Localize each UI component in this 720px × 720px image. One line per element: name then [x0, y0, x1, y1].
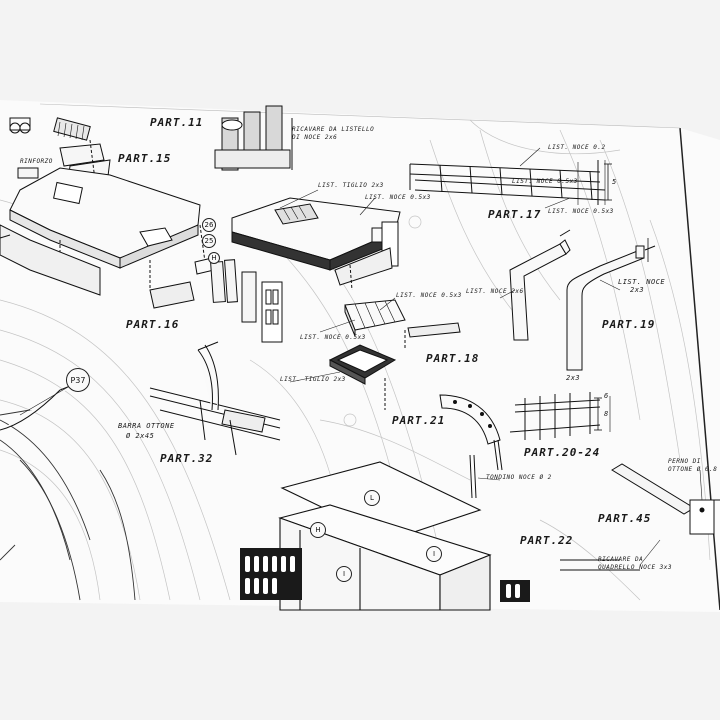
callout-26: 26 — [202, 218, 216, 232]
note-list-noce-right: LIST. NOCE — [618, 278, 666, 286]
part-21-label: PART.21 — [392, 414, 446, 427]
callout-h-box: H — [310, 522, 326, 538]
part-32-label: PART.32 — [160, 452, 214, 465]
part-19-label: PART.19 — [602, 318, 656, 331]
note-barra-dim: Ø 2x45 — [126, 432, 155, 440]
deck-house-drawing — [231, 197, 401, 291]
door-panels — [210, 259, 283, 343]
part-11-label: PART.11 — [150, 116, 204, 129]
part-18-drawing — [344, 299, 461, 350]
note-list-noce-b: LIST. NOCE 0.5x3 — [512, 178, 578, 185]
part-17-label: PART.17 — [488, 208, 542, 221]
note-list-noce-c: LIST. NOCE 0.5x3 — [548, 208, 614, 215]
callout-i-side: I — [426, 546, 442, 562]
part-32-drawing — [0, 341, 281, 456]
note-list-noce-2x6: LIST. NOCE 2x6 — [466, 288, 524, 295]
callout-25: 25 — [202, 234, 216, 248]
bottom-gratings — [240, 548, 530, 602]
note-rinforzo: RINFORZO — [20, 158, 53, 165]
part-18-label: PART.18 — [426, 352, 480, 365]
note-list-noce-d: LIST. NOCE 0.5x3 — [396, 292, 462, 299]
part-17-drawing — [409, 160, 606, 205]
curved-bracket — [439, 394, 503, 499]
note-list-noce-2x3: 2x3 — [630, 286, 645, 294]
callout-p37: P37 — [66, 368, 90, 392]
dim-6: 6 — [604, 392, 609, 400]
note-list-noce-a: LIST. NOCE 0.5x3 — [365, 194, 431, 201]
note-list-noce-e: LIST. NOCE 0.5x3 — [300, 334, 366, 341]
note-ricavare-quadrello: RICAVARE DA QUADRELLO NOCE 3x3 — [598, 556, 673, 571]
dim-8: 8 — [604, 410, 609, 418]
part-20-24-drawing — [509, 392, 611, 440]
note-list-tiglio-top: LIST. TIGLIO 2x3 — [318, 182, 384, 189]
callout-l-lid: L — [364, 490, 380, 506]
note-barra-ottone: BARRA OTTONE — [118, 422, 175, 430]
note-tondino: TONDINO NOCE Ø 2 — [486, 474, 552, 481]
part-16-drawing — [0, 167, 215, 309]
note-perno: PERNO DI OTTONE Ø 0.8 — [668, 458, 718, 473]
part-20-24-label: PART.20-24 — [524, 446, 601, 459]
part-21-frame — [328, 344, 397, 410]
part-11-drawing — [9, 105, 293, 171]
note-list-noce-02: LIST. NOCE 0.2 — [548, 144, 606, 151]
part-19-drawing — [509, 229, 656, 371]
dimension-marks — [594, 163, 649, 431]
dim-2x3: 2x3 — [566, 374, 581, 382]
part-16-label: PART.16 — [126, 318, 180, 331]
note-list-tiglio-bottom: LIST. TIGLIO 2x3 — [280, 376, 346, 383]
note-ricavare-listello: RICAVARE DA LISTELLO DI NOCE 2x6 — [292, 126, 375, 141]
hull-profile-lines — [0, 409, 136, 601]
part-22-label: PART.22 — [520, 534, 574, 547]
dim-5: 5 — [612, 178, 617, 186]
callout-i-front: I — [336, 566, 352, 582]
callout-h-door: H — [208, 252, 220, 264]
part-45-label: PART.45 — [598, 512, 652, 525]
part-15-label: PART.15 — [118, 152, 172, 165]
